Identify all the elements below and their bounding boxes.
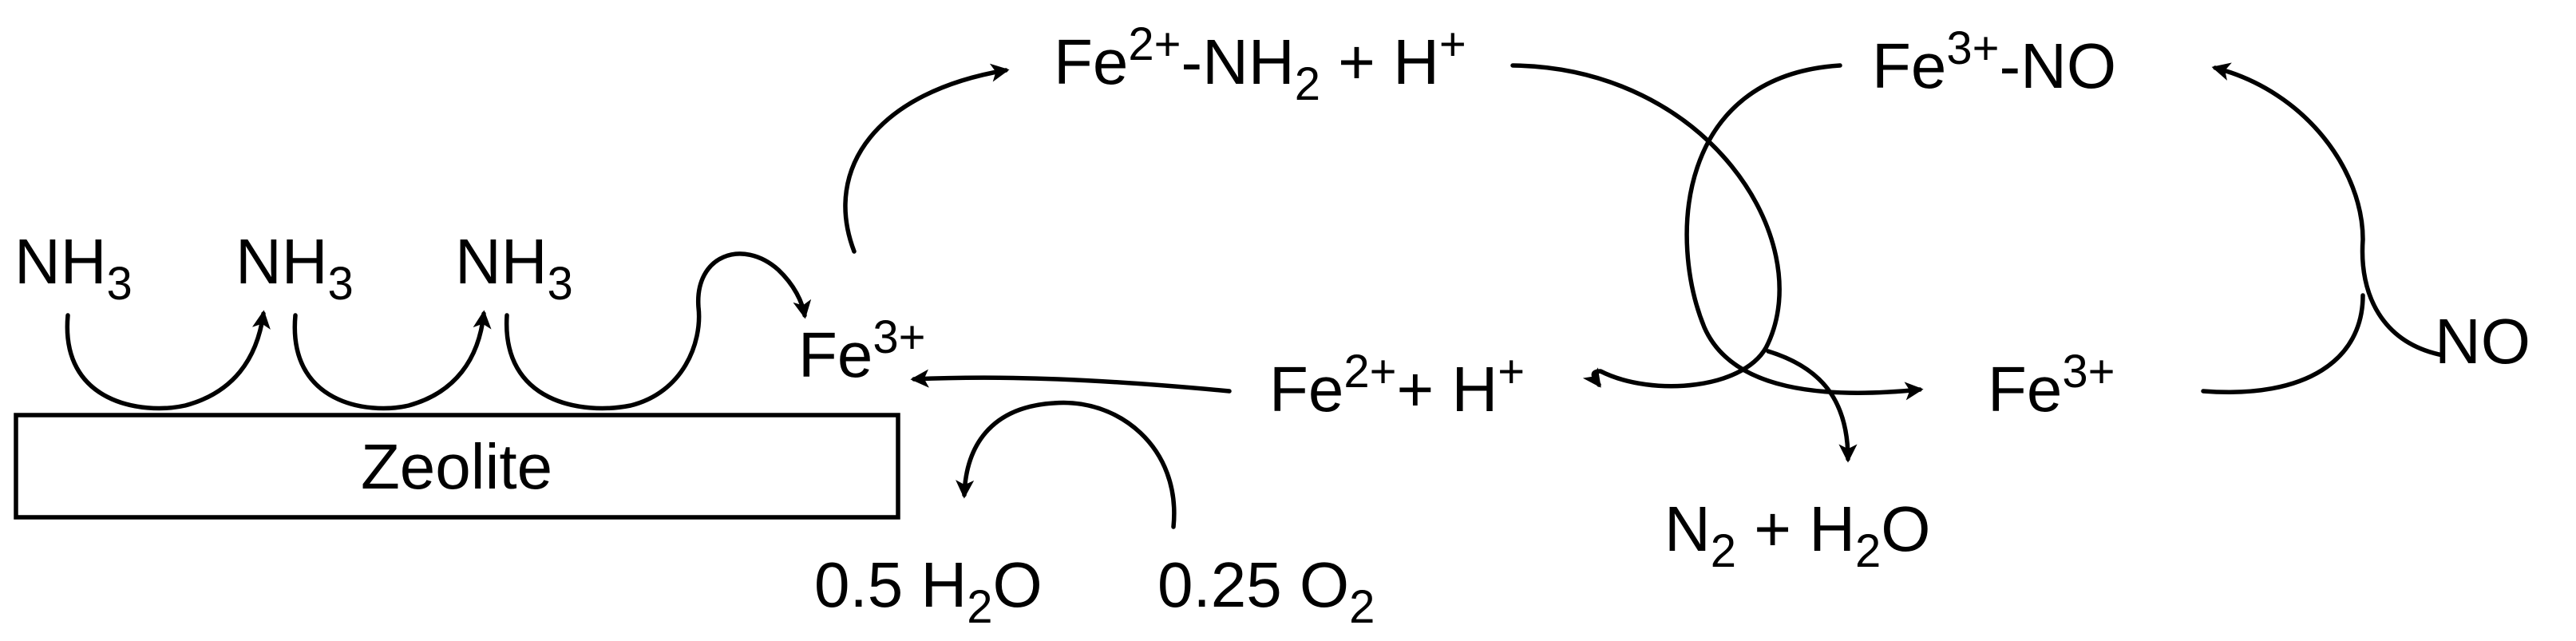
nh3-gas-label: NH3 <box>14 226 133 310</box>
o2-reactant-label: 0.25 O2 <box>1157 549 1375 633</box>
zeolite-support <box>14 413 900 520</box>
nh3-adsorbed-label-1: NH3 <box>235 226 354 310</box>
n2-h2o-label: N2 + H2O <box>1664 493 1931 577</box>
nh3-migration-arrow-2 <box>505 251 812 411</box>
o2-h2o-exchange-arrow <box>956 400 1177 529</box>
fe3-no-to-fe3-arc <box>1684 63 1924 401</box>
fe3-active-site-label: Fe3+ <box>798 311 926 390</box>
fe2-nh2-to-fe3-arc <box>1510 63 1782 389</box>
fe2-to-fe3-site-arrow <box>910 369 1232 394</box>
no-label: NO <box>2435 306 2530 377</box>
fe3-to-fe2-nh2-arrow <box>843 63 1010 254</box>
nh3-adsorbed-label-2: NH3 <box>455 226 573 310</box>
zeolite-label: Zeolite <box>361 431 552 502</box>
fe2-h-label: Fe2++ H+ <box>1269 346 1525 425</box>
h2o-product-label: 0.5 H2O <box>814 549 1043 633</box>
n2-h2o-release-arrow <box>1766 349 1858 463</box>
fe3-product-label: Fe3+ <box>1988 346 2115 425</box>
fe3-no-label: Fe3+-NO <box>1872 22 2116 101</box>
no-adsorption-arrow <box>2211 62 2445 358</box>
fe2-nh2-h-label: Fe2+-NH2 + H+ <box>1054 18 1466 110</box>
nh3-migration-arrow-1 <box>292 310 492 411</box>
fe3-right-to-no-arrow <box>2201 293 2365 394</box>
nh3-adsorption-arrow <box>65 310 271 411</box>
